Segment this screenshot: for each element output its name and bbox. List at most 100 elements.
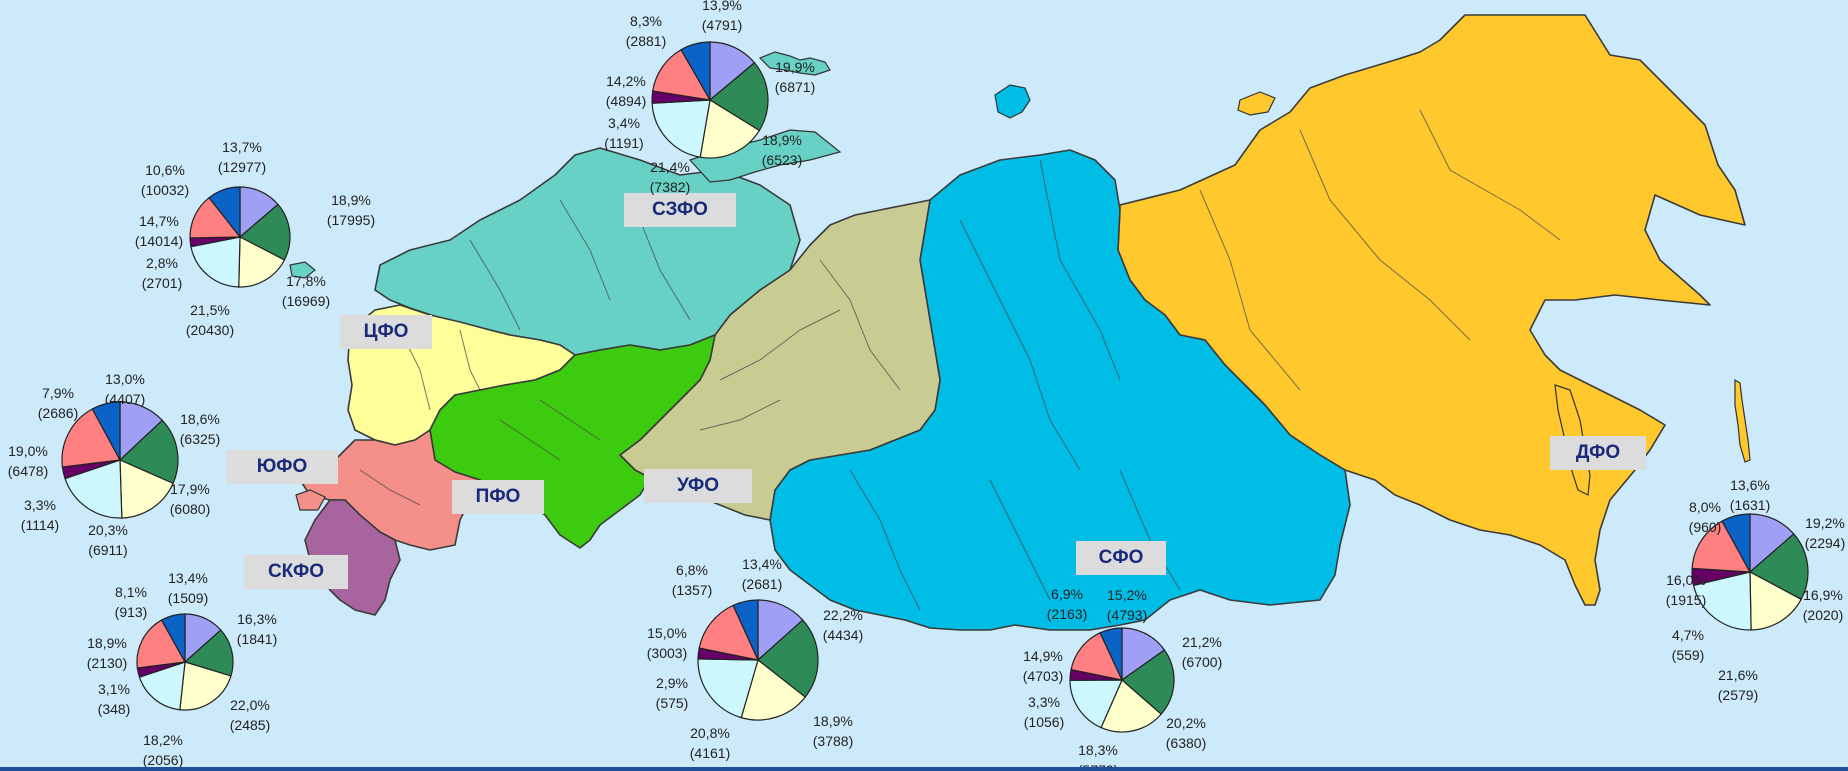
pie-percent-label: 18,9% bbox=[331, 192, 371, 208]
pie-percent-label: 13,9% bbox=[702, 0, 742, 13]
label-ufo: УФО bbox=[644, 469, 752, 503]
pie-slice bbox=[1121, 649, 1175, 715]
pie-count-label: (2579) bbox=[1718, 687, 1758, 703]
island-novosibirsk bbox=[1237, 91, 1276, 116]
pie-slice bbox=[1749, 570, 1802, 631]
pie-percent-label: 3,1% bbox=[98, 681, 130, 697]
pie-slice bbox=[1748, 533, 1809, 601]
island-franz-josef bbox=[758, 51, 831, 76]
label-sfo: СФО bbox=[1076, 541, 1166, 575]
pie-percent-label: 2,9% bbox=[656, 675, 688, 691]
pie-count-label: (20430) bbox=[186, 322, 234, 338]
pie-count-label: (2130) bbox=[87, 655, 127, 671]
pie-count-label: (2020) bbox=[1803, 607, 1843, 623]
pie-count-label: (1114) bbox=[21, 517, 59, 533]
pie-slice bbox=[698, 604, 760, 661]
pie-slice bbox=[91, 401, 121, 461]
label-dfo: ДФО bbox=[1550, 436, 1646, 470]
pie-count-label: (2485) bbox=[230, 717, 270, 733]
pie-percent-label: 20,8% bbox=[690, 725, 730, 741]
label-szfo: СЗФО bbox=[624, 193, 736, 227]
pie-percent-label: 8,3% bbox=[630, 13, 662, 29]
pie-percent-label: 14,2% bbox=[606, 73, 646, 89]
pie-szfo: 13,9%(4791)19,9%(6871)18,9%(6523)21,4%(7… bbox=[604, 0, 815, 195]
pie-count-label: (5772) bbox=[1078, 762, 1118, 771]
pie-count-label: (2294) bbox=[1805, 535, 1845, 551]
pie-count-label: (348) bbox=[98, 701, 131, 717]
pie-percent-label: 3,3% bbox=[1028, 694, 1060, 710]
pie-slice bbox=[740, 658, 807, 721]
pie-percent-label: 15,2% bbox=[1107, 587, 1147, 603]
label-pfo: ПФО bbox=[452, 480, 544, 514]
pie-count-label: (4161) bbox=[690, 745, 730, 761]
pie-slice bbox=[118, 419, 179, 485]
pie-count-label: (4894) bbox=[606, 93, 646, 109]
pie-count-label: (6911) bbox=[88, 542, 127, 558]
pie-count-label: (1509) bbox=[168, 590, 208, 606]
pie-count-label: (2056) bbox=[143, 752, 183, 768]
pie-count-label: (1841) bbox=[237, 631, 277, 647]
pie-percent-label: 22,0% bbox=[230, 697, 270, 713]
pie-percent-label: 18,9% bbox=[813, 713, 853, 729]
pie-percent-label: 20,3% bbox=[88, 522, 128, 538]
island-novaya-zemlya bbox=[688, 129, 842, 183]
label-skfo: СКФО bbox=[244, 555, 348, 589]
pie-ufo: 13,4%(2681)22,2%(4434)18,9%(3788)20,8%(4… bbox=[647, 556, 863, 761]
pie-percent-label: 16,3% bbox=[237, 611, 277, 627]
pie-count-label: (6700) bbox=[1182, 654, 1222, 670]
pie-count-label: (4434) bbox=[823, 627, 863, 643]
pie-dfo: 13,6%(1631)19,2%(2294)16,9%(2020)21,6%(2… bbox=[1666, 477, 1845, 703]
pie-count-label: (14014) bbox=[135, 233, 183, 249]
pie-percent-label: 16,0% bbox=[1666, 572, 1706, 588]
pie-percent-label: 21,4% bbox=[650, 159, 690, 175]
pie-slice bbox=[238, 203, 291, 261]
pie-skfo: 13,4% (1509) 16,3% (1841) 22,0% (2485) 18,2% (2… bbox=[87, 570, 277, 768]
pie-slice bbox=[208, 186, 241, 239]
pie-slice bbox=[697, 658, 759, 719]
pie-count-label: (6523) bbox=[762, 152, 802, 168]
pie-percent-label: 13,4% bbox=[168, 570, 208, 586]
pie-slice bbox=[1070, 632, 1124, 681]
bottom-border bbox=[0, 767, 1848, 771]
pie-percent-label: 3,3% bbox=[24, 497, 56, 513]
pie-percent-label: 4,7% bbox=[1672, 627, 1704, 643]
pie-count-label: (559) bbox=[1672, 647, 1705, 663]
pie-percent-label: 7,9% bbox=[42, 385, 74, 401]
pie-percent-label: 18,9% bbox=[762, 132, 802, 148]
pie-percent-label: 18,2% bbox=[143, 732, 183, 748]
pie-count-label: (2163) bbox=[1047, 606, 1087, 622]
pie-percent-label: 16,9% bbox=[1803, 587, 1843, 603]
pie-percent-label: 13,0% bbox=[105, 371, 145, 387]
island-kurils bbox=[1734, 378, 1751, 463]
pie-percent-label: 17,8% bbox=[286, 273, 326, 289]
pie-percent-label: 21,2% bbox=[1182, 634, 1222, 650]
pie-slice bbox=[1691, 520, 1752, 573]
pie-percent-label: 19,0% bbox=[8, 443, 48, 459]
pie-count-label: (4791) bbox=[702, 17, 742, 33]
pie-percent-label: 15,0% bbox=[647, 625, 687, 641]
pie-percent-label: 3,4% bbox=[608, 115, 640, 131]
pie-percent-label: 19,2% bbox=[1805, 515, 1845, 531]
pie-slice bbox=[64, 459, 123, 519]
pie-percent-label: 18,9% bbox=[87, 635, 127, 651]
pie-slice bbox=[699, 99, 761, 159]
pie-count-label: (1357) bbox=[672, 582, 712, 598]
pie-slice bbox=[190, 236, 241, 288]
pie-slice bbox=[119, 459, 174, 519]
pie-count-label: (960) bbox=[1689, 519, 1722, 535]
pie-count-label: (17995) bbox=[327, 212, 375, 228]
pie-percent-label: 13,4% bbox=[742, 556, 782, 572]
pie-count-label: (1056) bbox=[1024, 714, 1064, 730]
pie-slice bbox=[680, 41, 711, 103]
pie-percent-label: 21,6% bbox=[1718, 667, 1758, 683]
pie-slice bbox=[652, 48, 712, 101]
label-cfo: ЦФО bbox=[340, 315, 432, 349]
pie-count-label: (12977) bbox=[218, 159, 266, 175]
pie-percent-label: 6,8% bbox=[676, 562, 708, 578]
pie-percent-label: 14,9% bbox=[1023, 648, 1063, 664]
pie-count-label: (3788) bbox=[813, 733, 853, 749]
pie-slice bbox=[1721, 513, 1751, 573]
pie-slice bbox=[1099, 627, 1123, 681]
pie-percent-label: 20,2% bbox=[1166, 715, 1206, 731]
pie-count-label: (2701) bbox=[142, 275, 182, 291]
